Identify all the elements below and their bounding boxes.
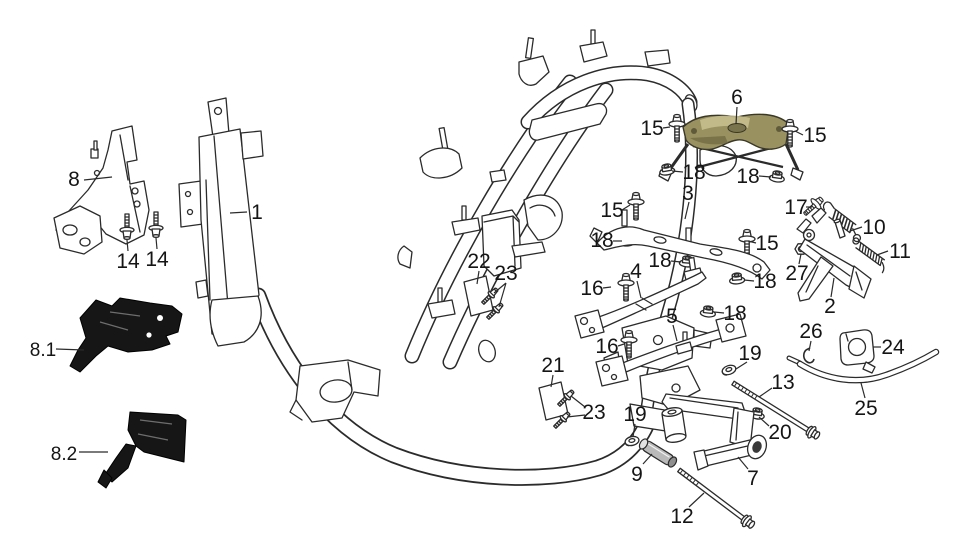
part-callout-18: 18 (682, 161, 705, 184)
part-callout-20: 20 (768, 421, 791, 444)
part-callout-12: 12 (670, 505, 693, 528)
part-callout-19: 19 (738, 342, 761, 365)
part-callout-16: 16 (580, 277, 603, 300)
frame-body-drawing (178, 29, 737, 486)
part-callout-10: 10 (862, 216, 885, 239)
part-callout-27: 27 (785, 262, 808, 285)
part-callout-8: 8 (68, 168, 80, 191)
part-callout-6: 6 (731, 86, 743, 109)
part-callout-1: 1 (251, 201, 263, 224)
bolt-13-drawing (731, 380, 821, 440)
part-callout-19: 19 (623, 403, 646, 426)
leader-lines (55, 106, 889, 508)
part-callout-15: 15 (803, 124, 826, 147)
frame-front-beam (178, 97, 264, 347)
part-callout-15: 15 (640, 117, 663, 140)
pin-9-drawing (638, 438, 678, 468)
part-callout-18: 18 (736, 165, 759, 188)
rail-4-drawing (574, 257, 707, 339)
part-callout-18: 18 (723, 302, 746, 325)
stopper-24-drawing (839, 329, 876, 374)
part-callout-7: 7 (747, 467, 759, 490)
rod-25-drawing (786, 348, 940, 384)
part-callout-18: 18 (590, 229, 613, 252)
washer-19-a (720, 363, 738, 377)
part-callout-15: 15 (755, 232, 778, 255)
bolt-12-drawing (677, 467, 756, 529)
part-callout-26: 26 (799, 320, 822, 343)
bracket-8-1-drawing (69, 297, 183, 373)
part-callout-13: 13 (771, 371, 794, 394)
part-callout-15: 15 (600, 199, 623, 222)
part-callout-23: 23 (494, 262, 517, 285)
part-callout-8.2: 8.2 (51, 444, 77, 465)
nut-18-f (699, 304, 717, 319)
bracket-3-drawing (589, 209, 771, 280)
bracket-8-2-drawing (97, 411, 187, 489)
spring-11-drawing (852, 237, 885, 274)
part-callout-18: 18 (753, 270, 776, 293)
part-callout-23: 23 (582, 401, 605, 424)
part-callout-11: 11 (889, 240, 911, 263)
part-callout-2: 2 (824, 295, 836, 318)
hanger-7-drawing (661, 393, 768, 471)
part-callout-9: 9 (631, 463, 643, 486)
part-callout-18: 18 (648, 249, 671, 272)
part-callout-24: 24 (881, 336, 905, 359)
part-callout-5: 5 (666, 305, 678, 328)
rail-5-drawing (595, 313, 747, 387)
part-callout-25: 25 (854, 397, 877, 420)
nut-18-b (768, 169, 786, 184)
side-stand-2-drawing (796, 207, 872, 302)
part-callout-8.1: 8.1 (30, 340, 56, 361)
part-callout-14: 14 (116, 250, 140, 273)
part-callout-22: 22 (467, 250, 490, 273)
nut-18-e (728, 271, 746, 286)
bolt-14-b (148, 211, 164, 238)
bolt-15-c (627, 191, 645, 221)
part-callout-3: 3 (682, 182, 694, 205)
part-callout-4: 4 (630, 260, 642, 283)
part-callout-16: 16 (595, 335, 618, 358)
part-callout-21: 21 (541, 354, 564, 377)
part-callout-14: 14 (145, 248, 169, 271)
part-callout-17: 17 (784, 196, 807, 219)
